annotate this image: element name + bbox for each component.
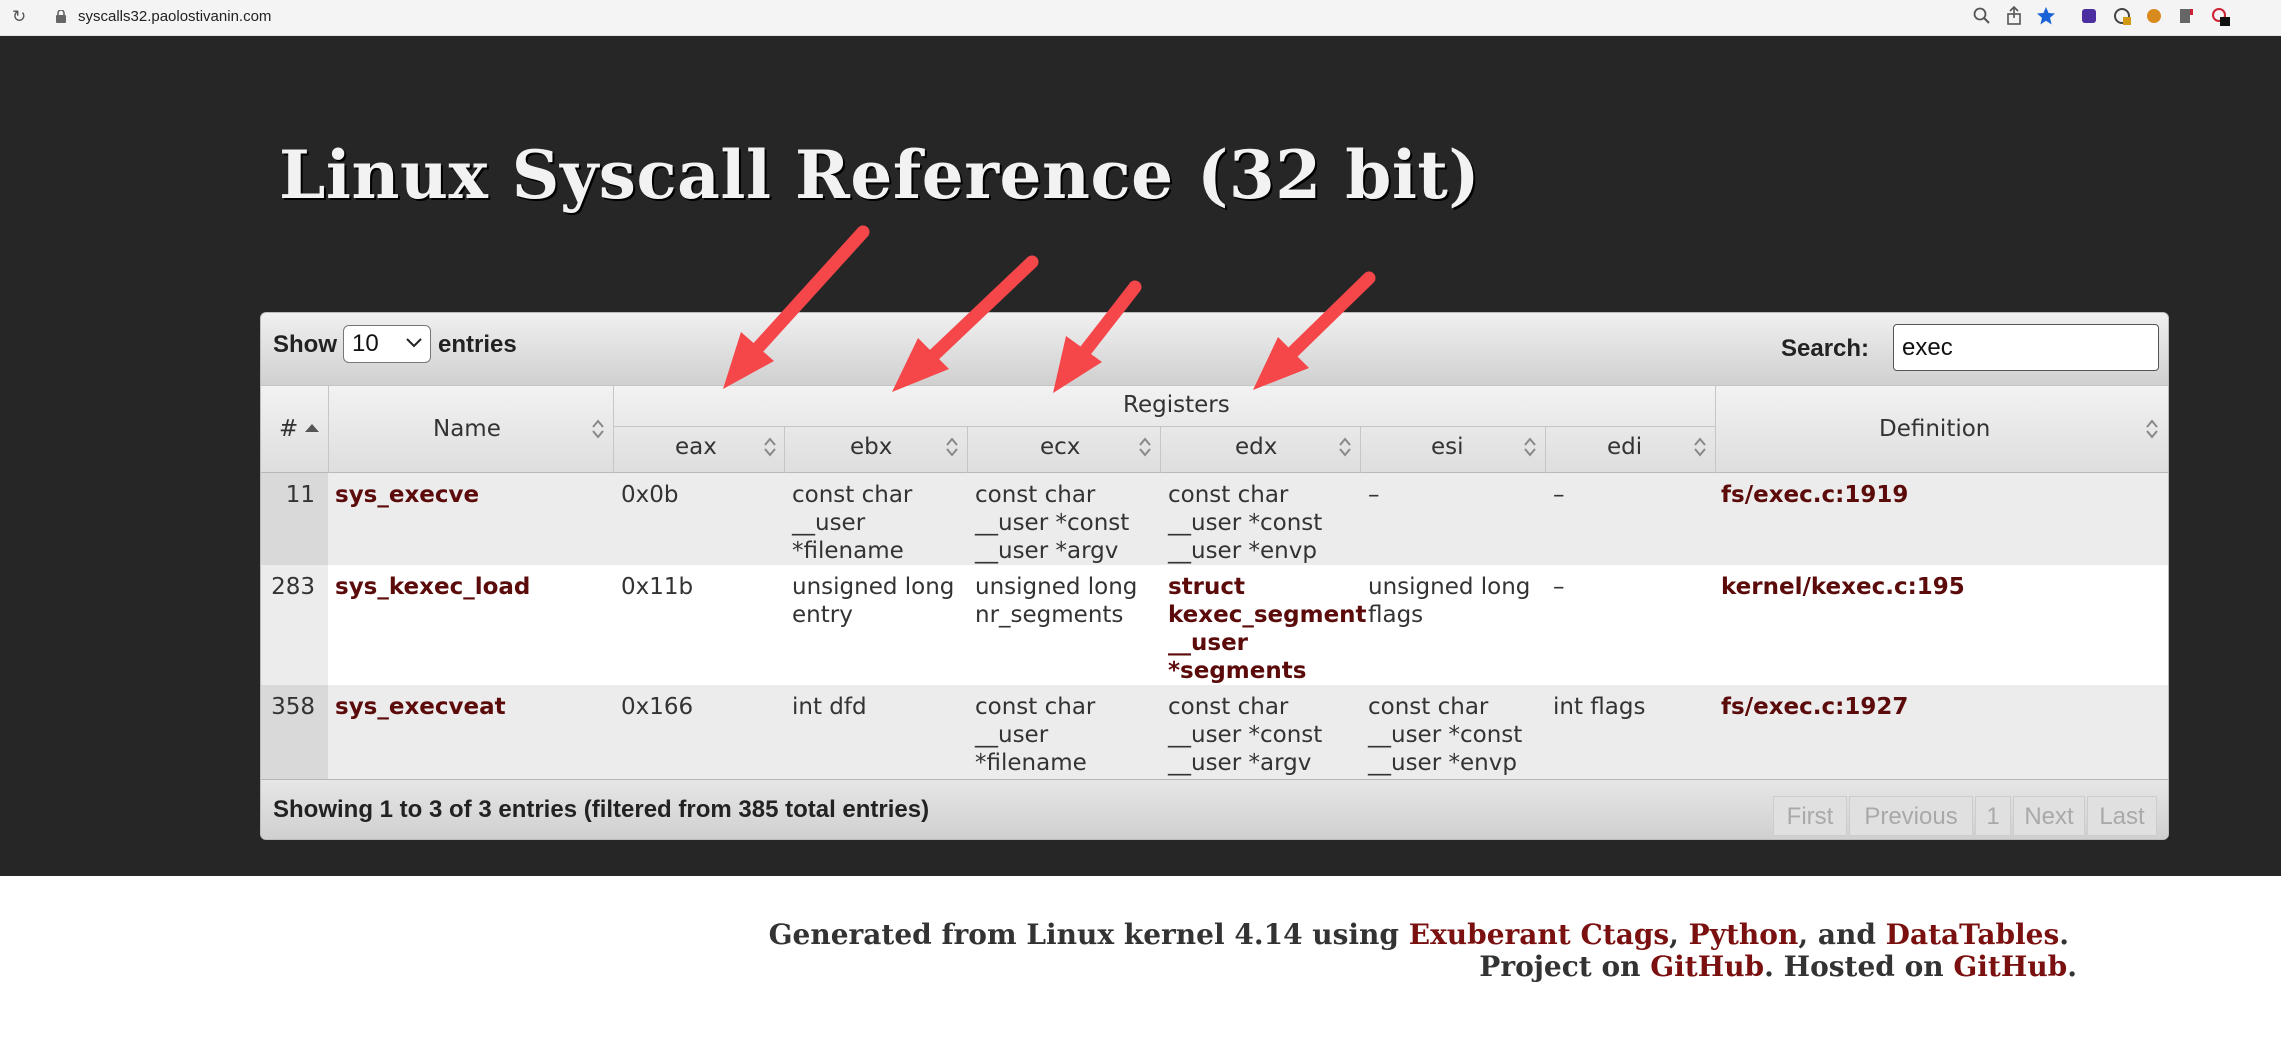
syscall-name-link[interactable]: sys_kexec_load [335, 574, 531, 600]
url-text: syscalls32.paolostivanin.com [78, 8, 272, 25]
pagination-last[interactable]: Last [2087, 796, 2157, 836]
search-input[interactable] [1893, 324, 2159, 371]
lock-icon [56, 10, 66, 23]
show-label: Show [273, 331, 337, 358]
edx-struct-link[interactable]: struct kexec_segment __user *segments [1168, 574, 1367, 684]
zoom-icon[interactable] [1972, 6, 1992, 26]
column-header-definition[interactable]: Definition [1879, 416, 1991, 442]
table-row: 11 sys_execve 0x0b const char __user *fi… [261, 473, 2168, 565]
footer-text: Generated from Linux kernel 4.14 using [768, 918, 1409, 951]
extension-icon[interactable] [2176, 6, 2196, 26]
sort-icon [946, 437, 958, 457]
esi-value: unsigned long flags [1368, 574, 1531, 628]
sort-icon [592, 419, 604, 439]
footer-hosting: Project on GitHub. Hosted on GitHub. [1479, 950, 2077, 983]
table-row: 358 sys_execveat 0x166 int dfd const cha… [261, 685, 2168, 779]
syscall-table: Show 10 entries Search: # Name Registers [260, 312, 2169, 840]
edx-value: const char __user *const __user *argv [1168, 694, 1323, 776]
sort-icon [1694, 437, 1706, 457]
extension-icon[interactable] [2112, 6, 2132, 26]
footer-text: , [1669, 918, 1689, 951]
table-row: 283 sys_kexec_load 0x11b unsigned long e… [261, 565, 2168, 685]
pagination-next[interactable]: Next [2013, 796, 2085, 836]
extension-icon[interactable] [2144, 6, 2164, 26]
sort-asc-icon [305, 424, 319, 432]
footer-credits: Generated from Linux kernel 4.14 using E… [769, 918, 2069, 951]
row-index: 11 [285, 482, 315, 508]
extension-icon[interactable] [2210, 6, 2230, 26]
eax-value: 0x0b [621, 482, 679, 508]
syscall-name-link[interactable]: sys_execveat [335, 694, 506, 720]
python-link[interactable]: Python [1688, 918, 1799, 951]
sort-icon [764, 437, 776, 457]
ecx-value: const char __user *filename [975, 694, 1096, 776]
share-icon[interactable] [2004, 6, 2024, 26]
main-section: Linux Syscall Reference (32 bit) Show 10… [0, 36, 2281, 876]
eax-value: 0x11b [621, 574, 694, 600]
footer-text: Project on [1479, 950, 1651, 983]
column-group-registers: Registers [1123, 392, 1230, 418]
ebx-value: unsigned long entry [792, 574, 955, 628]
column-header-ebx[interactable]: ebx [850, 434, 893, 460]
column-header-esi[interactable]: esi [1431, 434, 1464, 460]
address-bar[interactable]: syscalls32.paolostivanin.com [44, 4, 2044, 31]
chevron-down-icon [406, 338, 422, 348]
sort-icon [1339, 437, 1351, 457]
footer-text: . [2067, 950, 2077, 983]
footer-text: . [2059, 918, 2069, 951]
pagination-previous[interactable]: Previous [1849, 796, 1973, 836]
definition-link[interactable]: kernel/kexec.c:195 [1721, 574, 1965, 600]
footer-text: , and [1798, 918, 1886, 951]
ebx-value: const char __user *filename [792, 482, 913, 564]
page-length-value: 10 [352, 330, 379, 357]
ecx-value: unsigned long nr_segments [975, 574, 1138, 628]
page-title: Linux Syscall Reference (32 bit) [279, 136, 1481, 214]
table-toolbar: Show 10 entries Search: [261, 313, 2168, 385]
sort-icon [1524, 437, 1536, 457]
datatables-link[interactable]: DataTables [1885, 918, 2060, 951]
column-header-edi[interactable]: edi [1607, 434, 1643, 460]
row-index: 358 [271, 694, 315, 720]
definition-link[interactable]: fs/exec.c:1927 [1721, 694, 1909, 720]
syscall-name-link[interactable]: sys_execve [335, 482, 480, 508]
edi-value: – [1553, 574, 1565, 600]
table-footer: Showing 1 to 3 of 3 entries (filtered fr… [261, 779, 2168, 839]
column-header-ecx[interactable]: ecx [1040, 434, 1081, 460]
footer-text: . Hosted on [1764, 950, 1954, 983]
search-label: Search: [1781, 335, 1870, 362]
sort-icon [1139, 437, 1151, 457]
definition-link[interactable]: fs/exec.c:1919 [1721, 482, 1909, 508]
bookmark-star-icon[interactable] [2036, 6, 2056, 26]
row-index: 283 [271, 574, 315, 600]
extension-icon[interactable] [2080, 6, 2100, 26]
ebx-value: int dfd [792, 694, 867, 720]
ctags-link[interactable]: Exuberant Ctags [1408, 918, 1670, 951]
ecx-value: const char __user *const __user *argv [975, 482, 1130, 564]
browser-toolbar: ↻ syscalls32.paolostivanin.com [0, 0, 2281, 36]
github-project-link[interactable]: GitHub [1650, 950, 1765, 983]
table-header: # Name Registers eax ebx ecx edx esi edi… [261, 385, 2168, 474]
edi-value: int flags [1553, 694, 1646, 720]
eax-value: 0x166 [621, 694, 694, 720]
column-header-name[interactable]: Name [433, 416, 501, 442]
column-header-edx[interactable]: edx [1235, 434, 1278, 460]
column-header-index[interactable]: # [279, 416, 299, 442]
pagination-first[interactable]: First [1773, 796, 1847, 836]
esi-value: – [1368, 482, 1380, 508]
reload-icon[interactable]: ↻ [12, 7, 27, 27]
github-hosting-link[interactable]: GitHub [1953, 950, 2068, 983]
sort-icon [2146, 419, 2158, 439]
edx-value: const char __user *const __user *envp [1168, 482, 1323, 564]
pagination-page[interactable]: 1 [1975, 796, 2011, 836]
page-length-select[interactable]: 10 [343, 325, 431, 363]
column-header-eax[interactable]: eax [675, 434, 717, 460]
table-info: Showing 1 to 3 of 3 entries (filtered fr… [273, 796, 930, 823]
esi-value: const char __user *const __user *envp [1368, 694, 1523, 776]
edi-value: – [1553, 482, 1565, 508]
entries-label: entries [438, 331, 517, 358]
